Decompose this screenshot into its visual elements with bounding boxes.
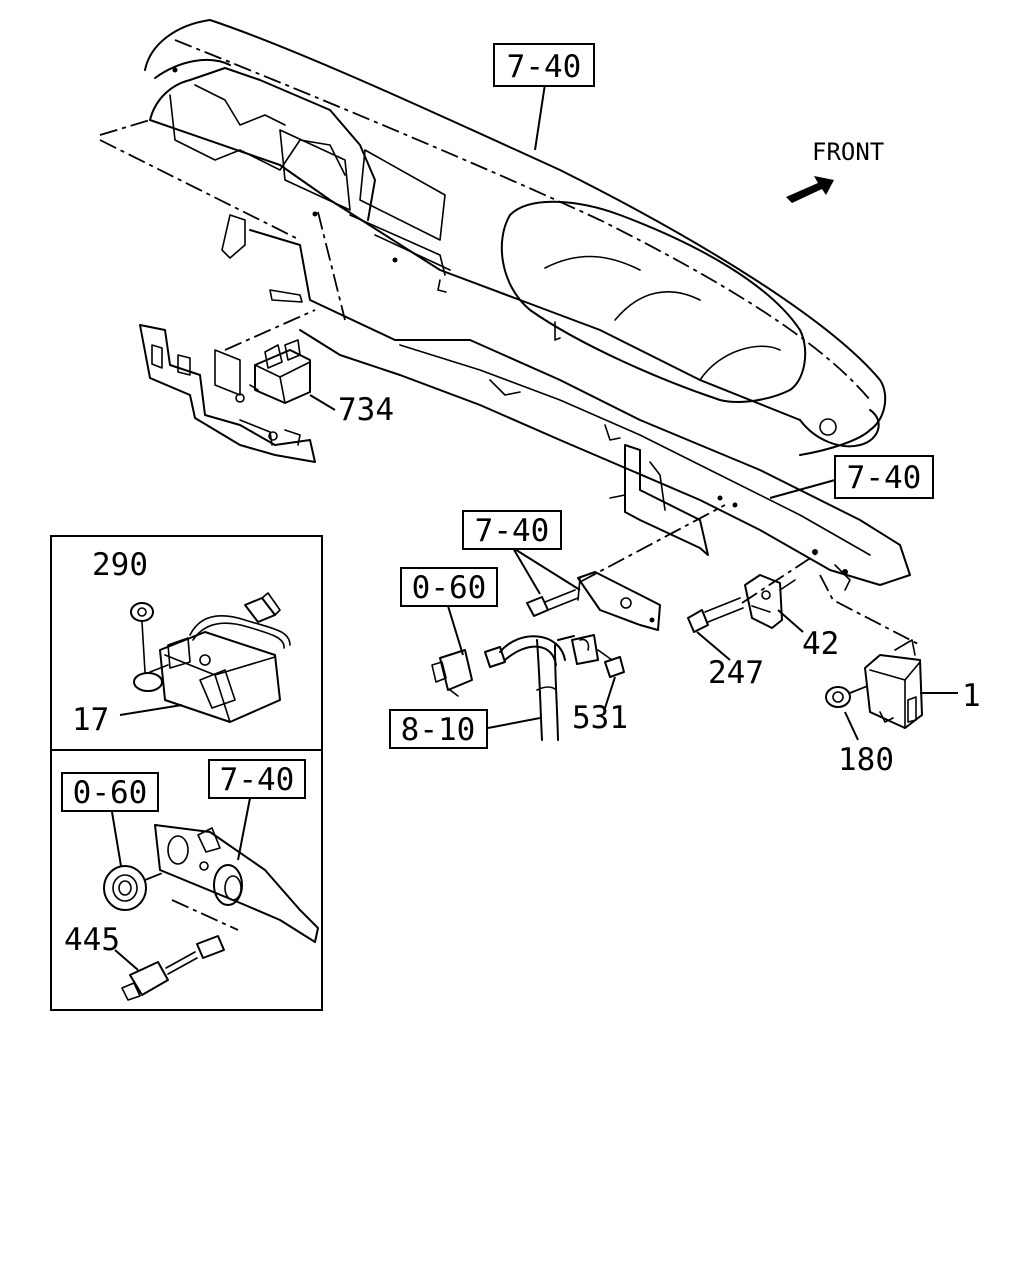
part-label-531: 531 <box>572 700 628 736</box>
relay-734 <box>249 339 336 411</box>
ref-box-cross-member: 7-40 <box>834 455 934 499</box>
part-label-1: 1 <box>962 678 981 714</box>
ref-box-inset-bracket: 7-40 <box>208 759 306 799</box>
front-arrow-icon <box>786 176 834 203</box>
inset-bracket <box>154 824 319 943</box>
nut-180 <box>825 684 871 741</box>
part-label-445: 445 <box>64 922 120 958</box>
module-1 <box>864 639 958 729</box>
part-label-180: 180 <box>838 742 894 778</box>
ref-connector-text: 0-60 <box>412 570 487 606</box>
part-label-42: 42 <box>802 626 839 662</box>
left-bracket-assembly <box>139 324 316 463</box>
ref-bracket-text: 7-40 <box>475 513 550 549</box>
ref-cross-member-text: 7-40 <box>847 460 922 496</box>
inset-switch-445 <box>121 899 239 1001</box>
cross-member-beam <box>221 214 911 591</box>
ref-box-bracket: 7-40 <box>462 510 562 550</box>
bracket-42 <box>744 574 804 633</box>
part-label-734: 734 <box>338 392 394 428</box>
dashboard-panel <box>144 19 887 456</box>
part-label-247: 247 <box>708 655 764 691</box>
bolt <box>526 589 579 617</box>
wire-harness-connectors <box>431 634 625 741</box>
ref-box-connector: 0-60 <box>400 567 498 607</box>
inset-nut-290 <box>130 602 154 673</box>
ref-harness-text: 8-10 <box>401 712 476 748</box>
ref-inset-bracket-text: 7-40 <box>220 762 295 798</box>
screw-247 <box>687 597 744 661</box>
center-bracket <box>577 571 661 631</box>
ref-box-top-panel: 7-40 <box>493 43 595 87</box>
ref-box-harness: 8-10 <box>389 709 488 749</box>
part-label-290: 290 <box>92 547 148 583</box>
ref-inset-connector-text: 0-60 <box>73 775 148 811</box>
inset-grommet <box>103 865 166 911</box>
part-label-17: 17 <box>72 702 109 738</box>
inset-module-17 <box>119 592 291 723</box>
ref-top-panel-text: 7-40 <box>507 49 582 85</box>
ref-box-inset-connector: 0-60 <box>61 772 159 812</box>
front-label: FRONT <box>812 138 884 166</box>
